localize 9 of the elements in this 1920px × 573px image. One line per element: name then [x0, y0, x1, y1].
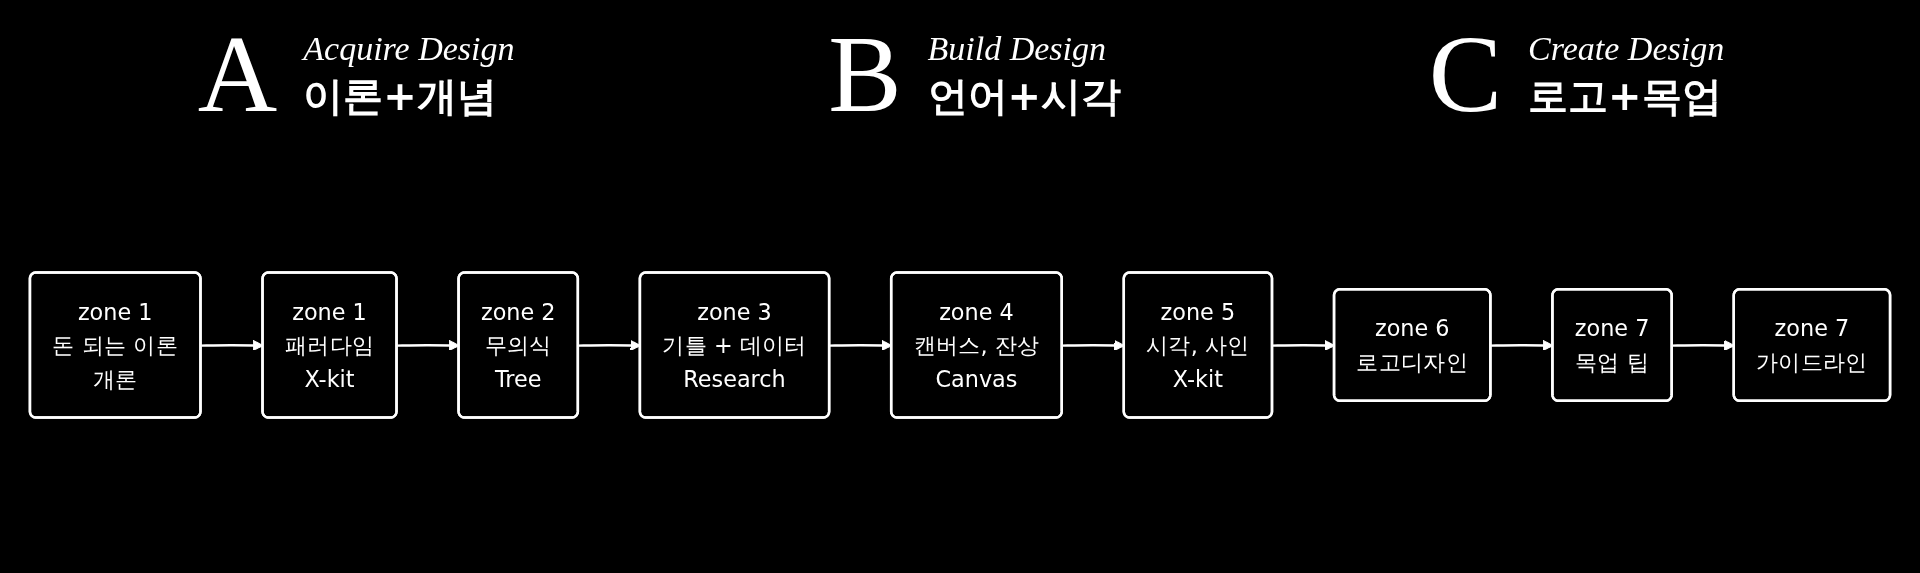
- heading-letter: C: [1427, 14, 1504, 135]
- heading-letter: B: [827, 14, 903, 135]
- heading-text: 이론+개념: [303, 71, 497, 120]
- heading-letter: A: [196, 14, 279, 135]
- heading-subtitle: Create Design: [1528, 29, 1726, 70]
- heading-subtitle: Build Design: [927, 29, 1107, 70]
- heading-text: 로고+목업: [1528, 71, 1722, 120]
- heading-subtitle: Acquire Design: [303, 29, 516, 70]
- heading-text: 언어+시각: [927, 71, 1122, 120]
